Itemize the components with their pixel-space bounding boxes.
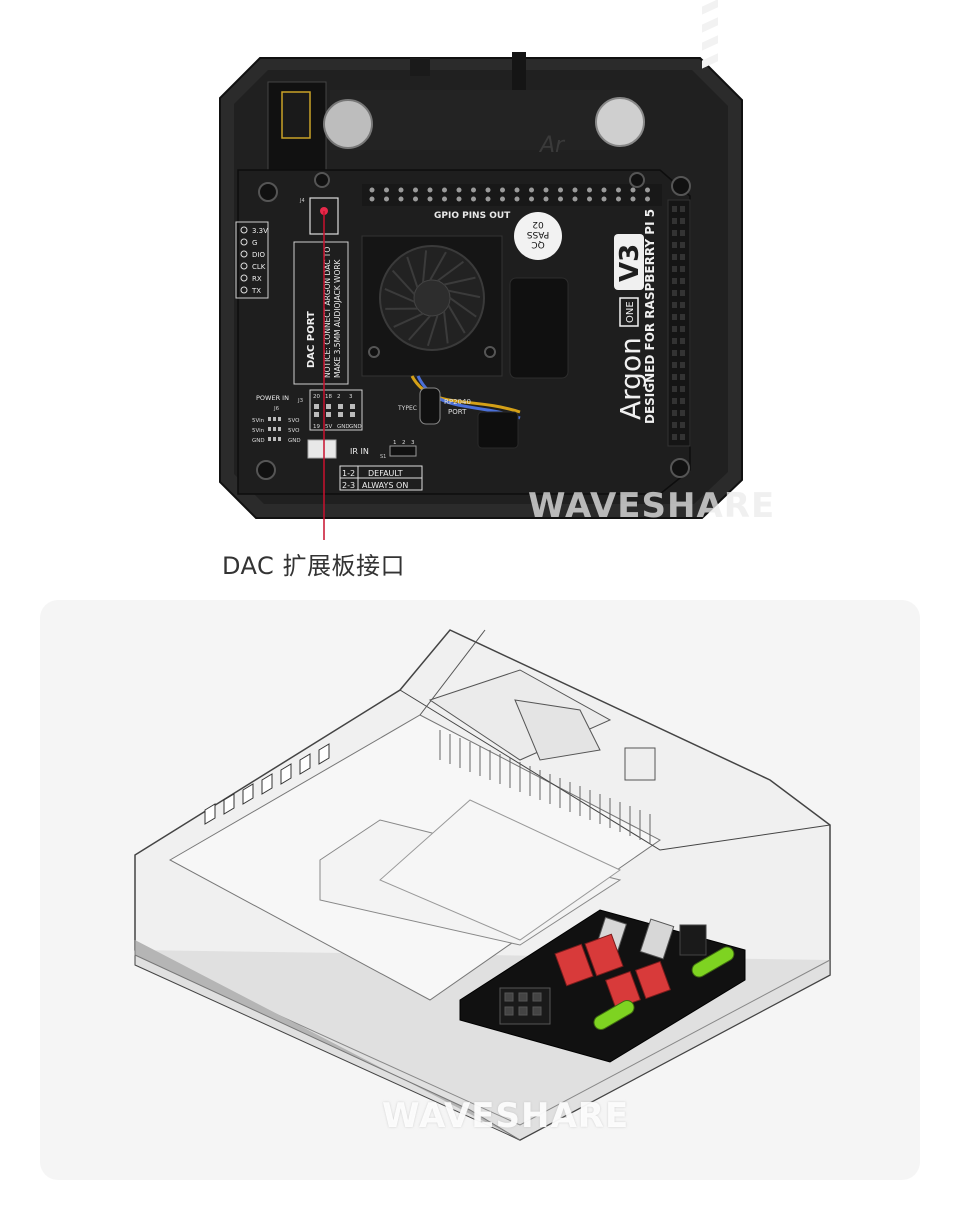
qc-sticker [514,212,562,260]
dac-port-label: DAC PORT [306,311,317,368]
pi-header [667,199,691,447]
typec-port [419,387,441,425]
ir-receiver [307,439,337,459]
designed-for: DESIGNED FOR RASPBERRY PI 5 [643,209,657,424]
svg-text:PORT: PORT [448,408,467,416]
svg-text:TYPEC: TYPEC [397,405,417,412]
brand-block: Argon ONE V3 [614,234,647,420]
svg-text:J4: J4 [299,198,305,204]
ar-mark: Ar [538,133,566,158]
uart-pins: 3.3V G DIO CLK RX TX [235,221,269,299]
argon-case-board-illustration: Ar GPIO PINS OUT QC PASS 02 Argon ONE V3… [219,0,743,540]
svg-text:PASS: PASS [526,229,549,239]
svg-text:MAKE 3.5MM AUDIOJACK WORK: MAKE 3.5MM AUDIOJACK WORK [333,258,342,378]
svg-text:S1: S1 [380,454,386,460]
power-pin-label-right: GND [288,438,301,444]
screws [256,172,691,480]
j3-pin-label: 2 [337,394,341,400]
gpio-label: GPIO PINS OUT [434,211,511,221]
uart-pin-label: DIO [252,251,265,259]
svg-text:J3: J3 [297,398,304,404]
dac-expansion-board [459,909,746,1063]
case-wireframe-illustration [134,629,831,1141]
chip [509,277,569,379]
uart-pin-label: 3.3V [252,227,268,235]
power-pin-label: 5Vin [252,418,265,424]
power-pin-label: GND [252,438,265,444]
uart-pin-label: RX [252,275,262,283]
svg-text:IR IN: IR IN [350,447,369,456]
j3-pin-label: 5V [325,424,332,430]
magnet-right [595,97,645,147]
switch-pin-label: 1 [393,440,397,446]
switch-mode-table: 1-2 DEFAULT 2-3 ALWAYS ON [339,465,423,491]
uart-pin-label: TX [251,287,261,295]
j3-pin-label: 20 [313,394,320,400]
version-badge: V3 [615,244,645,282]
svg-text:02: 02 [532,219,543,229]
vent-slots [702,0,718,69]
svg-text:2-3: 2-3 [342,481,355,490]
svg-text:DEFAULT: DEFAULT [368,469,403,478]
magnet-left [323,99,373,149]
svg-text:NOTICE: CONNECT ARGON DAC TO: NOTICE: CONNECT ARGON DAC TO [323,247,332,378]
svg-text:Argon: Argon [614,337,647,420]
svg-text:J6: J6 [273,406,280,412]
svg-text:QC: QC [531,239,544,249]
power-pin-label: 5Vin [252,428,265,434]
svg-text:1-2: 1-2 [342,469,355,478]
power-pin-label-right: 5VO [288,428,300,434]
exploded-view-panel [40,600,920,1180]
j3-pin-label: 18 [325,394,332,400]
svg-text:RP2040: RP2040 [444,398,471,406]
case-top-photo: Ar GPIO PINS OUT QC PASS 02 Argon ONE V3… [0,0,960,600]
power-pin-label-right: 5VO [288,418,300,424]
uart-pin-label: CLK [252,263,266,271]
j3-pin-label: 19 [313,424,320,430]
watermark-bottom: WAVESHARE [382,1096,630,1136]
j3-pin-label: GND [349,424,362,430]
switch-pin-label: 2 [402,440,406,446]
j3-pin-label: 3 [349,394,353,400]
uart-pin-label: G [252,239,257,247]
svg-text:POWER IN: POWER IN [256,394,289,402]
power-switch [389,445,417,457]
svg-text:ALWAYS ON: ALWAYS ON [362,481,408,490]
svg-text:ONE: ONE [625,301,636,323]
switch-pin-label: 3 [411,440,415,446]
dac-callout-label: DAC 扩展板接口 [222,552,405,580]
watermark-top: WAVESHARE [528,486,776,526]
gpio-header [362,184,662,206]
j3-pin-label: GND [337,424,350,430]
